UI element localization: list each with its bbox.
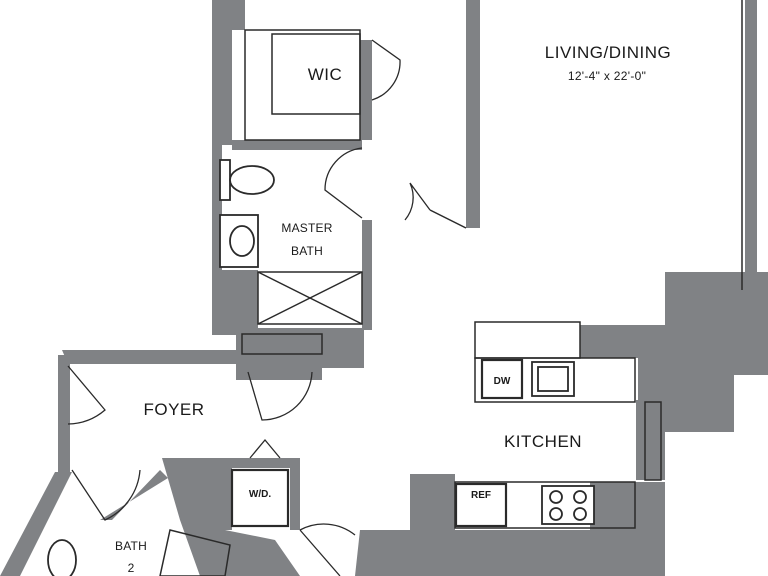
bath2-label-line2: 2 [128,561,135,575]
burner-1 [549,490,563,504]
wall-kitchen-east [636,400,665,480]
master-bath-label-line2: BATH [291,244,323,258]
wall-kitchen-south-west [410,474,455,530]
foyer-label: FOYER [143,400,204,419]
wic-label: WIC [308,65,343,84]
kitchen-upper-counter [474,321,581,359]
kitchen-lower-counter [474,357,636,403]
wic-outline [244,29,361,141]
door-living [404,182,431,221]
washer-dryer-label: W/D. [249,489,271,500]
door-wd-closet [249,438,281,459]
living-wall-edge [429,209,467,229]
wall-foyer-west [58,355,70,472]
dishwasher-label: DW [494,376,511,387]
living-dining-label: LIVING/DINING [545,43,671,62]
toilet-tank [219,159,231,201]
bath2-toilet-icon [47,539,77,576]
wall-kitchen-top [580,325,665,358]
closet-shelf-top [241,333,323,355]
wall-bath2-east [162,458,300,576]
door-master-bath [324,147,363,219]
wic-shelf [271,33,361,115]
burner-4 [573,507,587,521]
refrigerator-label: REF [471,490,491,501]
wall-master-bath-top [232,140,362,150]
sink-icon [229,225,255,257]
wall-exterior-southeast [638,272,768,432]
kitchen-sink-basin [537,366,569,392]
living-dining-dims: 12'-4" x 22'-0" [568,69,646,83]
master-bath-label-line1: MASTER [281,221,332,235]
stove-icon [541,485,595,525]
labels: LIVING/DINING 12'-4" x 22'-0" WIC MASTER… [115,43,671,575]
wall-exterior-east [745,0,757,290]
wall-master-bath-west [212,145,258,335]
refrigerator-icon [454,482,508,528]
wall-wd-closet [222,458,300,530]
dishwasher-icon [480,358,524,400]
washer-dryer-icon [230,468,290,528]
wall-foyer-top [62,350,240,364]
door-wic [371,39,401,101]
wall-wic-east [360,40,372,140]
door-foyer-entry [67,365,106,425]
burner-2 [573,490,587,504]
toilet-icon [229,165,275,195]
bath2-label-line1: BATH [115,539,147,553]
kitchen-window [644,401,662,481]
door-foyer-closet [247,371,313,421]
interior-lines [159,0,743,576]
wall-bath2-west [100,470,168,520]
doors [67,39,431,576]
shower-diagonal-2 [257,271,363,325]
wall-southwest-diagonal [0,472,72,576]
burner-3 [549,507,563,521]
wall-west-closet [212,0,245,335]
bath2-tub [159,529,231,576]
door-kitchen-south [299,523,356,576]
wall-south-center [355,530,590,576]
fixtures [47,159,595,576]
shower-outline [257,271,363,325]
wall-south-kitchen [590,482,665,576]
door-bath2 [71,469,141,521]
wall-master-bath-east [362,220,372,330]
wall-living-partition [466,0,480,228]
kitchen-label: KITCHEN [504,432,582,451]
